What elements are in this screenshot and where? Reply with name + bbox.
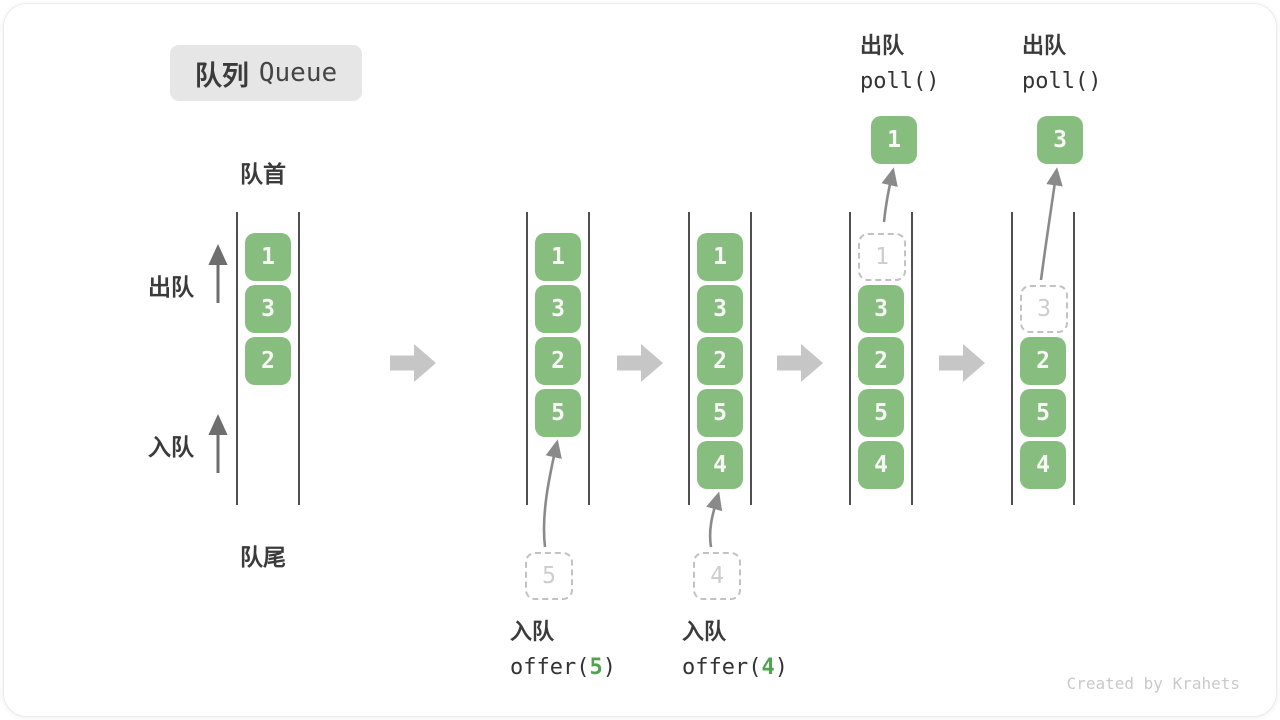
queue-box: 3 [697, 285, 743, 333]
diagram-card [3, 3, 1277, 717]
queue-box: 4 [697, 441, 743, 489]
queue-box: 4 [1020, 441, 1066, 489]
queue-box: 1 [697, 233, 743, 281]
pending-box: 5 [525, 552, 573, 600]
queue-box: 2 [535, 337, 581, 385]
op-arg: 5 [589, 655, 603, 680]
dequeue-op-caption: 出队 poll() [1022, 28, 1101, 100]
queue-box: 3 [535, 285, 581, 333]
column-line [526, 212, 528, 505]
label-enqueue: 入队 [148, 434, 194, 460]
op-call: poll() [1022, 69, 1102, 94]
op-label: 出队 [860, 33, 905, 58]
queue-box: 2 [697, 337, 743, 385]
column-line [1011, 212, 1013, 505]
column-line [298, 212, 300, 505]
title-zh: 队列 [194, 60, 249, 91]
dequeue-op-caption: 出队 poll() [860, 28, 939, 100]
label-queue-front: 队首 [240, 161, 286, 187]
op-label: 出队 [1022, 33, 1067, 58]
label-queue-rear: 队尾 [240, 544, 286, 570]
queue-box-dashed: 1 [858, 233, 906, 281]
column-line [588, 212, 590, 505]
queue-box: 5 [1020, 389, 1066, 437]
op-arg: 4 [761, 655, 775, 680]
title-badge: 队列 Queue [170, 45, 362, 101]
column-line [750, 212, 752, 505]
queue-box: 4 [858, 441, 904, 489]
queue-box: 5 [697, 389, 743, 437]
queue-box: 5 [535, 389, 581, 437]
out-box: 3 [1037, 116, 1083, 164]
watermark-credit: Created by Krahets [1066, 674, 1240, 693]
queue-box: 2 [858, 337, 904, 385]
op-label: 入队 [682, 619, 727, 644]
op-call: offer(4) [682, 655, 788, 680]
queue-box: 3 [858, 285, 904, 333]
op-call: offer(5) [510, 655, 616, 680]
queue-box: 1 [245, 233, 291, 281]
enqueue-op-caption: 入队 offer(5) [510, 614, 616, 686]
op-call: poll() [860, 69, 940, 94]
column-line [236, 212, 238, 505]
out-box: 1 [871, 116, 917, 164]
queue-box: 3 [245, 285, 291, 333]
column-line [1073, 212, 1075, 505]
queue-box: 2 [1020, 337, 1066, 385]
column-line [849, 212, 851, 505]
pending-box: 4 [693, 552, 741, 600]
title-en: Queue [258, 58, 338, 88]
column-line [688, 212, 690, 505]
queue-box: 5 [858, 389, 904, 437]
queue-box-dashed: 3 [1020, 285, 1068, 333]
op-label: 入队 [510, 619, 555, 644]
queue-box: 2 [245, 337, 291, 385]
enqueue-op-caption: 入队 offer(4) [682, 614, 788, 686]
label-dequeue: 出队 [148, 274, 194, 300]
queue-box: 1 [535, 233, 581, 281]
column-line [911, 212, 913, 505]
